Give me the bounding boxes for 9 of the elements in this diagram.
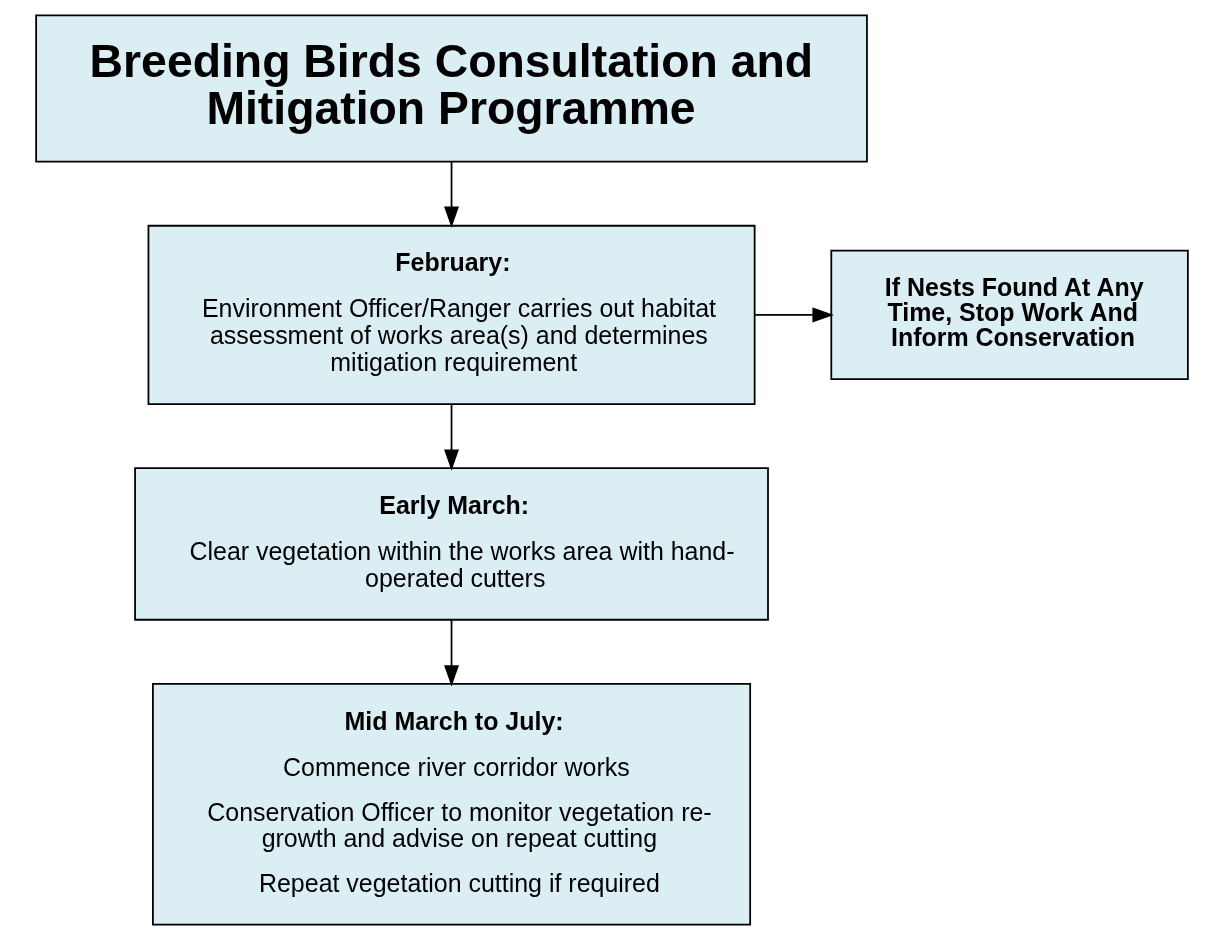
arrow xyxy=(444,619,460,687)
arrow xyxy=(444,403,460,471)
arrow xyxy=(444,161,460,228)
node-box: February: Environment Officer/Ranger carries out habitat assessment of works area(s) and determines mitigation requirement xyxy=(147,224,756,405)
node-box: Mid March to July: Commence river corridor works Conservation Officer to monitor vegetation re-growth and advise on repeat cutting Repeat vegetation cutting if required xyxy=(152,683,752,926)
node-box: If Nests Found At Any Time, Stop Work And Inform Conservation xyxy=(830,249,1189,380)
node-box: Early March: Clear vegetation within the works area with hand-operated cutters xyxy=(134,467,769,621)
node-box: Breeding Birds Consultation and Mitigation Programme xyxy=(35,14,868,163)
arrow xyxy=(754,307,834,323)
